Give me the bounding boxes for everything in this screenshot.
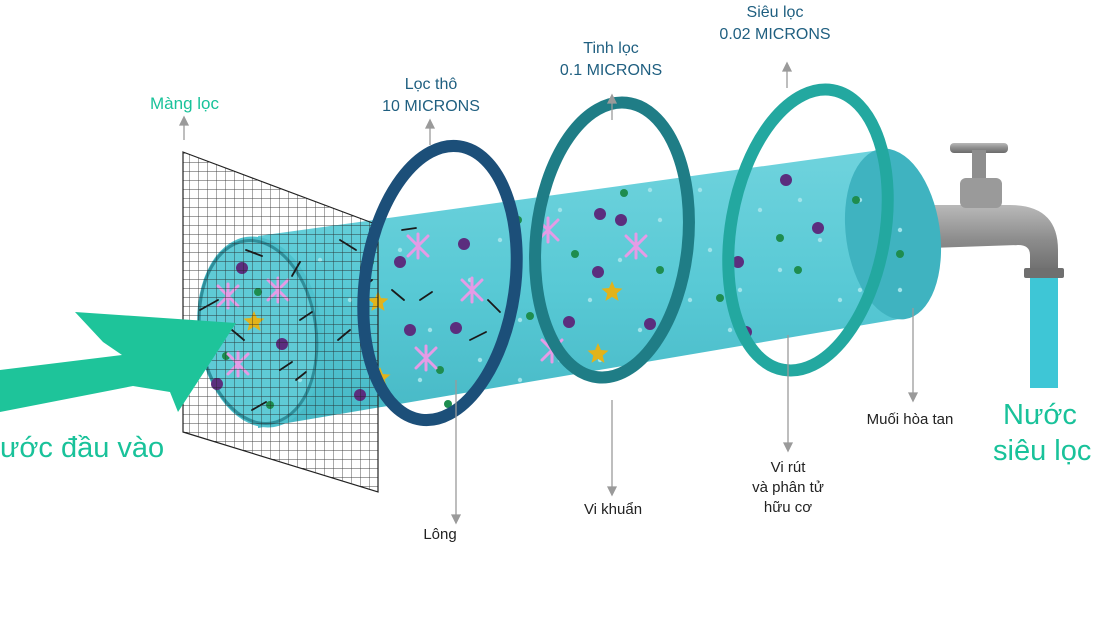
tube-dot — [857, 287, 863, 293]
fine-filter-label: Tinh lọc 0.1 MICRONS — [536, 38, 686, 82]
organic-particle — [620, 189, 628, 197]
output-line-1: Nước — [1003, 399, 1077, 431]
output-label: Nước siêu lọc — [993, 397, 1100, 469]
fine-filter-size: 0.1 MICRONS — [559, 62, 663, 79]
ultra-filter-size: 0.02 MICRONS — [719, 26, 831, 43]
tube-dot — [497, 237, 503, 243]
tube-dot — [737, 287, 743, 293]
salt-crystal-particle — [587, 343, 609, 363]
hair-particle — [401, 227, 417, 231]
virus-particle — [780, 174, 792, 186]
organic-particle — [852, 196, 860, 204]
mesh-label: Màng lọc — [150, 94, 219, 113]
virus-particle — [732, 256, 744, 268]
tube-dot — [777, 267, 783, 273]
tube-dot — [557, 207, 563, 213]
tube-dot — [757, 207, 763, 213]
tube-dot — [797, 197, 803, 203]
tube-dot — [817, 237, 823, 243]
tube-dot — [427, 327, 433, 333]
tube-dot — [397, 247, 403, 253]
virus-particle — [458, 238, 470, 250]
tube-dot — [687, 297, 693, 303]
water-stream-icon — [1030, 278, 1058, 388]
tube-dot — [837, 297, 843, 303]
virus-particle — [563, 316, 575, 328]
tube-dot — [517, 377, 523, 383]
virus-particle — [594, 208, 606, 220]
ring-ultra — [722, 83, 894, 377]
organic-particle — [656, 266, 664, 274]
ring-fine — [529, 96, 695, 384]
bacteria-particle — [406, 232, 430, 260]
tube-dot — [417, 377, 423, 383]
organic-particle — [716, 294, 724, 302]
tube-dot — [657, 217, 663, 223]
tube-dot — [517, 317, 523, 323]
tube-dot — [587, 297, 593, 303]
virus-particle — [394, 256, 406, 268]
organic-particle — [776, 234, 784, 242]
output-line-2: siêu lọc — [993, 435, 1092, 467]
ultra-filter-label: Siêu lọc 0.02 MICRONS — [700, 2, 850, 46]
tube-dot — [707, 247, 713, 253]
virus-label: Vi rút và phân tử hữu cơ — [728, 458, 848, 518]
inlet-arrow-icon — [0, 312, 236, 412]
inlet-label: ước đầu vào — [0, 432, 165, 464]
organic-particle — [444, 400, 452, 408]
virus-particle — [404, 324, 416, 336]
tube-dot — [637, 327, 643, 333]
fine-filter-name: Tinh lọc — [583, 40, 639, 57]
organic-particle — [436, 366, 444, 374]
tube-dot — [697, 187, 703, 193]
hair-particle — [419, 291, 433, 301]
hair-particle — [391, 289, 405, 301]
virus-line-3: hữu cơ — [763, 499, 813, 516]
bacteria-particle — [460, 276, 484, 304]
virus-particle — [450, 322, 462, 334]
ring-coarse — [357, 139, 523, 427]
tube-dot — [727, 327, 733, 333]
organic-particle — [896, 250, 904, 258]
tube-dot — [897, 227, 903, 233]
hair-particle — [487, 299, 501, 313]
tube-dot — [617, 257, 623, 263]
bacteria-particle — [414, 344, 438, 372]
salt-label: Muối hòa tan — [866, 411, 954, 428]
organic-particle — [571, 250, 579, 258]
virus-particle — [615, 214, 627, 226]
bacteria-label: Vi khuẩn — [583, 501, 643, 518]
coarse-filter-name: Lọc thô — [404, 76, 458, 93]
organic-particle — [526, 312, 534, 320]
tube-dot — [897, 287, 903, 293]
tube-dot — [477, 357, 483, 363]
virus-particle — [592, 266, 604, 278]
ultra-filter-name: Siêu lọc — [746, 4, 804, 21]
tube-dot — [647, 187, 653, 193]
bacteria-particle — [624, 232, 648, 260]
hair-particle — [469, 331, 487, 341]
faucet-icon — [930, 143, 1064, 278]
coarse-filter-size: 10 MICRONS — [382, 98, 480, 115]
hair-label: Lông — [423, 526, 457, 543]
virus-line-2: và phân tử — [752, 479, 824, 496]
coarse-filter-label: Lọc thô 10 MICRONS — [366, 74, 496, 118]
organic-particle — [794, 266, 802, 274]
salt-crystal-particle — [601, 281, 623, 301]
virus-particle — [812, 222, 824, 234]
virus-particle — [644, 318, 656, 330]
virus-line-1: Vi rút — [770, 459, 806, 476]
